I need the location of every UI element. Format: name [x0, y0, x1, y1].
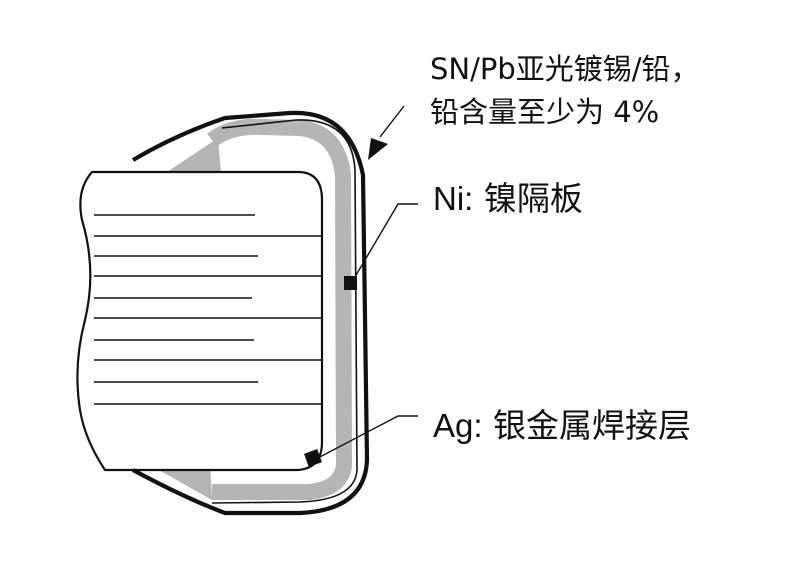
- tin-lead-label-line1: SN/Pb亚光镀锡/铅，: [430, 52, 700, 86]
- ag-marker: [304, 449, 322, 467]
- ni-leader-line: [351, 203, 418, 283]
- nickel-text: 镍隔板: [483, 179, 583, 218]
- silver-text: 银金属焊接层: [493, 406, 692, 445]
- lower-plating-wedge: [150, 462, 212, 500]
- ni-marker: [344, 276, 357, 290]
- nickel-label: Ni: 镍隔板: [433, 182, 583, 215]
- internal-layers: [94, 214, 322, 405]
- snpb-outer-plating: [131, 110, 370, 516]
- nickel-symbol: Ni:: [433, 180, 474, 217]
- ag-leader-line: [315, 415, 418, 460]
- component-body: [76, 170, 324, 472]
- ag-plating-layer: [207, 118, 352, 500]
- ni-barrier-layer: [211, 119, 358, 504]
- upper-plating-wedge: [167, 138, 221, 172]
- tin-lead-label: SN/Pb亚光镀锡/铅， 铅含量至少为 4%: [430, 55, 700, 141]
- tin-leader-arrowhead: [368, 138, 388, 160]
- silver-label: Ag: 银金属焊接层: [433, 409, 691, 442]
- silver-symbol: Ag:: [433, 407, 483, 444]
- tin-lead-label-line2: 铅含量至少为 4%: [430, 95, 660, 129]
- tin-leader-line: [379, 105, 405, 138]
